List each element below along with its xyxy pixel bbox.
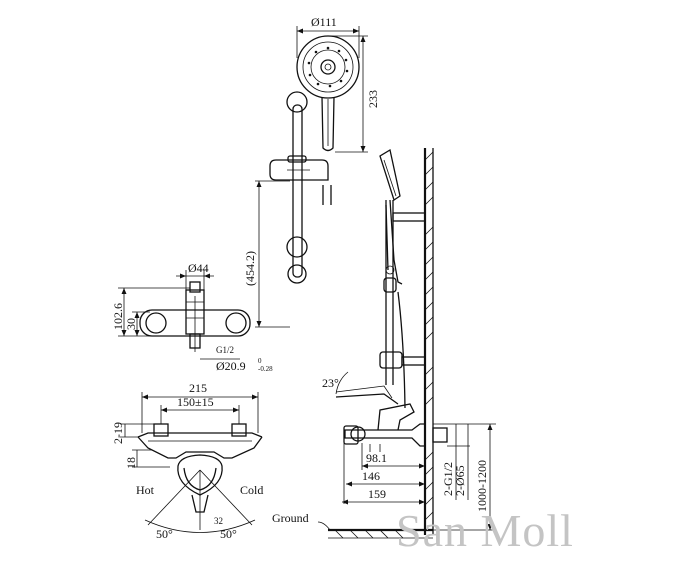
dim-spout-labels: G1/2 Ø20.9 0 -0.28 xyxy=(200,345,273,373)
tilt-angle-label: 23° xyxy=(322,376,339,390)
slide-rail-front-view xyxy=(269,91,329,284)
dim-front-offsets: 2-19 18 xyxy=(111,422,170,469)
valve-diameter-label: Ø44 xyxy=(188,261,209,275)
side-view-shower xyxy=(379,148,426,409)
dim-head-height: 233 xyxy=(330,35,380,153)
side-thread-label: 2-G1/2 xyxy=(441,462,455,496)
valve-top-view xyxy=(139,281,251,352)
dim-head-diameter: Ø111 xyxy=(296,15,360,58)
shower-head-front-view xyxy=(296,35,360,205)
mount-height-label: 1000-1200 xyxy=(475,460,489,512)
dim-side-depths: 98.1 146 159 xyxy=(342,440,425,505)
dim-width-total: 215 xyxy=(141,381,259,433)
spout-tol-lower: -0.28 xyxy=(258,365,273,373)
ground-label: Ground xyxy=(272,511,309,525)
valve-front-view xyxy=(137,423,263,533)
dim-tilt: 23° xyxy=(322,371,349,395)
spout-tol-upper: 0 xyxy=(258,357,262,365)
angle-right-label: 50° xyxy=(220,527,237,541)
front-offset-b-label: 18 xyxy=(124,457,138,469)
wall xyxy=(423,148,434,535)
dim-rail-length: (454.2) xyxy=(243,180,290,328)
thread-label: G1/2 xyxy=(216,345,234,355)
height-total-label: 102.6 xyxy=(111,303,125,330)
hot-label: Hot xyxy=(136,483,155,497)
brand-watermark: San Moll xyxy=(396,505,574,556)
dim-valve-diameter: Ø44 xyxy=(176,261,214,290)
width-total-label: 215 xyxy=(189,381,207,395)
angle-small-label: 32 xyxy=(214,516,223,526)
rail-length-label: (454.2) xyxy=(243,251,257,286)
centers-label: 150±15 xyxy=(177,395,214,409)
dim-centers: 150±15 xyxy=(160,395,240,424)
angle-left-label: 50° xyxy=(156,527,173,541)
side-a-label: 98.1 xyxy=(366,451,387,465)
height-lower-label: 30 xyxy=(124,318,138,330)
side-b-label: 146 xyxy=(362,469,380,483)
spout-diameter-label: Ø20.9 xyxy=(216,359,246,373)
dim-valve-heights: 102.6 30 xyxy=(111,287,190,337)
dim-wall-fittings: 2-G1/2 2-Ø65 1000-1200 xyxy=(432,423,496,531)
front-offset-a-label: 2-19 xyxy=(111,422,125,444)
head-height-label: 233 xyxy=(366,90,380,108)
cold-label: Cold xyxy=(240,483,263,497)
head-diameter-label: Ø111 xyxy=(311,15,337,29)
side-view-valve xyxy=(335,385,426,452)
ground: Ground xyxy=(272,511,433,539)
side-diameter-label: 2-Ø65 xyxy=(453,465,467,496)
side-c-label: 159 xyxy=(368,487,386,501)
